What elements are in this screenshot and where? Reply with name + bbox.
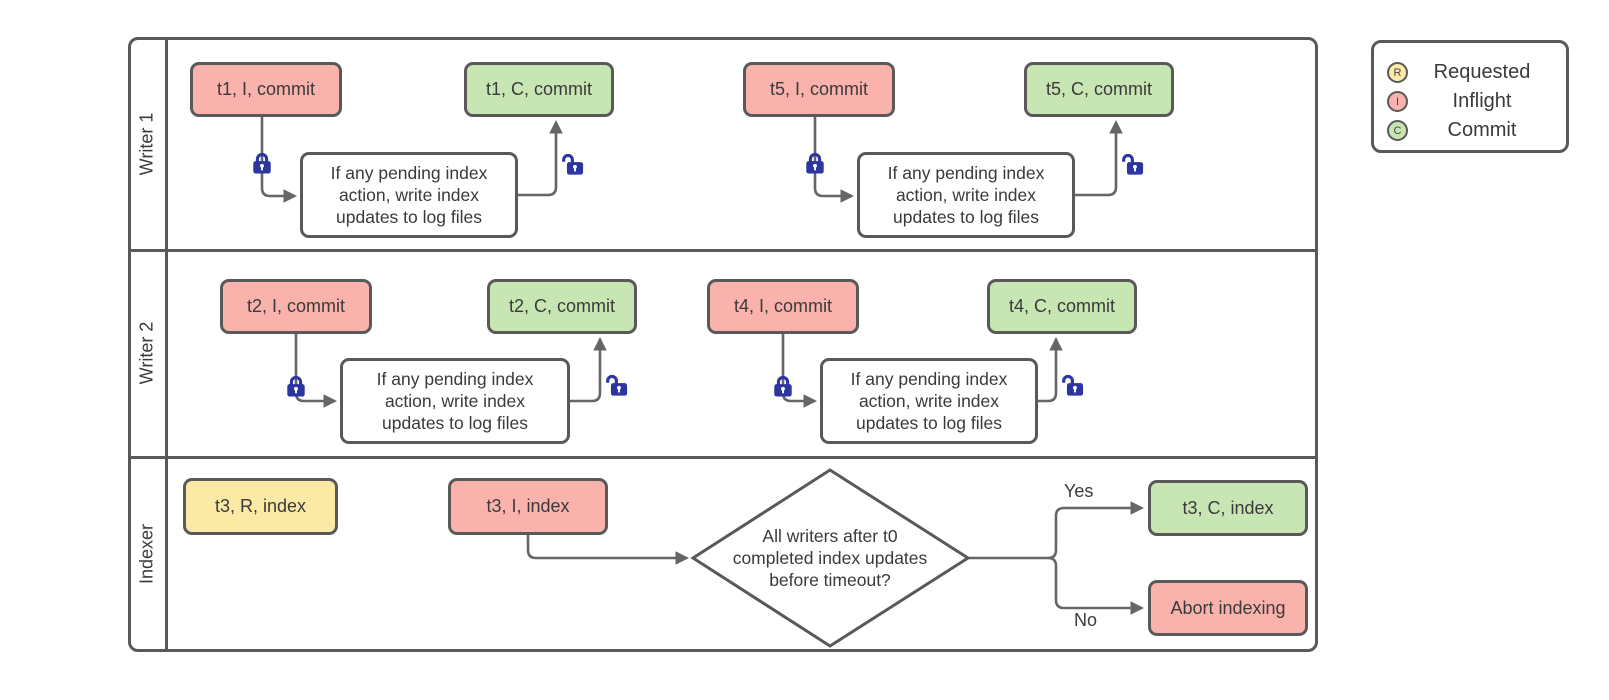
no-branch-label: No <box>1074 610 1098 630</box>
commit-state-icon: C <box>1387 120 1408 141</box>
lane-label-indexer: Indexer <box>136 523 157 585</box>
decision-diamond-label: All writers after t0 completed index upd… <box>732 526 928 590</box>
lane-divider-2 <box>128 456 1318 459</box>
node-t5-commit: t5, C, commit <box>1024 62 1174 117</box>
swimlane-frame <box>128 37 1318 652</box>
lane-label-writer2: Writer 2 <box>136 321 157 385</box>
node-t5-inflight: t5, I, commit <box>743 62 895 117</box>
node-t3-requested: t3, R, index <box>183 478 338 535</box>
yes-branch-label: Yes <box>1064 481 1094 501</box>
node-t3-inflight: t3, I, index <box>448 478 608 535</box>
node-writer1-pending-note-1: If any pending index action, write index… <box>300 152 518 238</box>
lane-divider-1 <box>128 249 1318 252</box>
node-t2-inflight: t2, I, commit <box>220 279 372 334</box>
node-writer1-pending-note-2: If any pending index action, write index… <box>857 152 1075 238</box>
legend-label-requested: Requested <box>1433 61 1531 83</box>
node-t2-commit: t2, C, commit <box>487 279 637 334</box>
requested-state-icon: R <box>1387 62 1408 83</box>
node-t1-commit: t1, C, commit <box>464 62 614 117</box>
node-t1-inflight: t1, I, commit <box>190 62 342 117</box>
legend-row-requested: R Requested <box>1374 58 1566 87</box>
node-t4-commit: t4, C, commit <box>987 279 1137 334</box>
legend-row-inflight: I Inflight <box>1374 87 1566 116</box>
lane-header-divider <box>165 37 168 652</box>
inflight-state-icon: I <box>1387 91 1408 112</box>
node-abort-indexing: Abort indexing <box>1148 580 1308 636</box>
lane-label-writer1: Writer 1 <box>136 112 157 176</box>
node-t4-inflight: t4, I, commit <box>707 279 859 334</box>
node-writer2-pending-note-1: If any pending index action, write index… <box>340 358 570 444</box>
node-t3-commit: t3, C, index <box>1148 480 1308 536</box>
legend-label-commit: Commit <box>1447 119 1517 141</box>
node-writer2-pending-note-2: If any pending index action, write index… <box>820 358 1038 444</box>
legend: R Requested I Inflight C Commit <box>1371 40 1569 153</box>
legend-row-commit: C Commit <box>1374 116 1566 145</box>
legend-label-inflight: Inflight <box>1452 90 1512 112</box>
